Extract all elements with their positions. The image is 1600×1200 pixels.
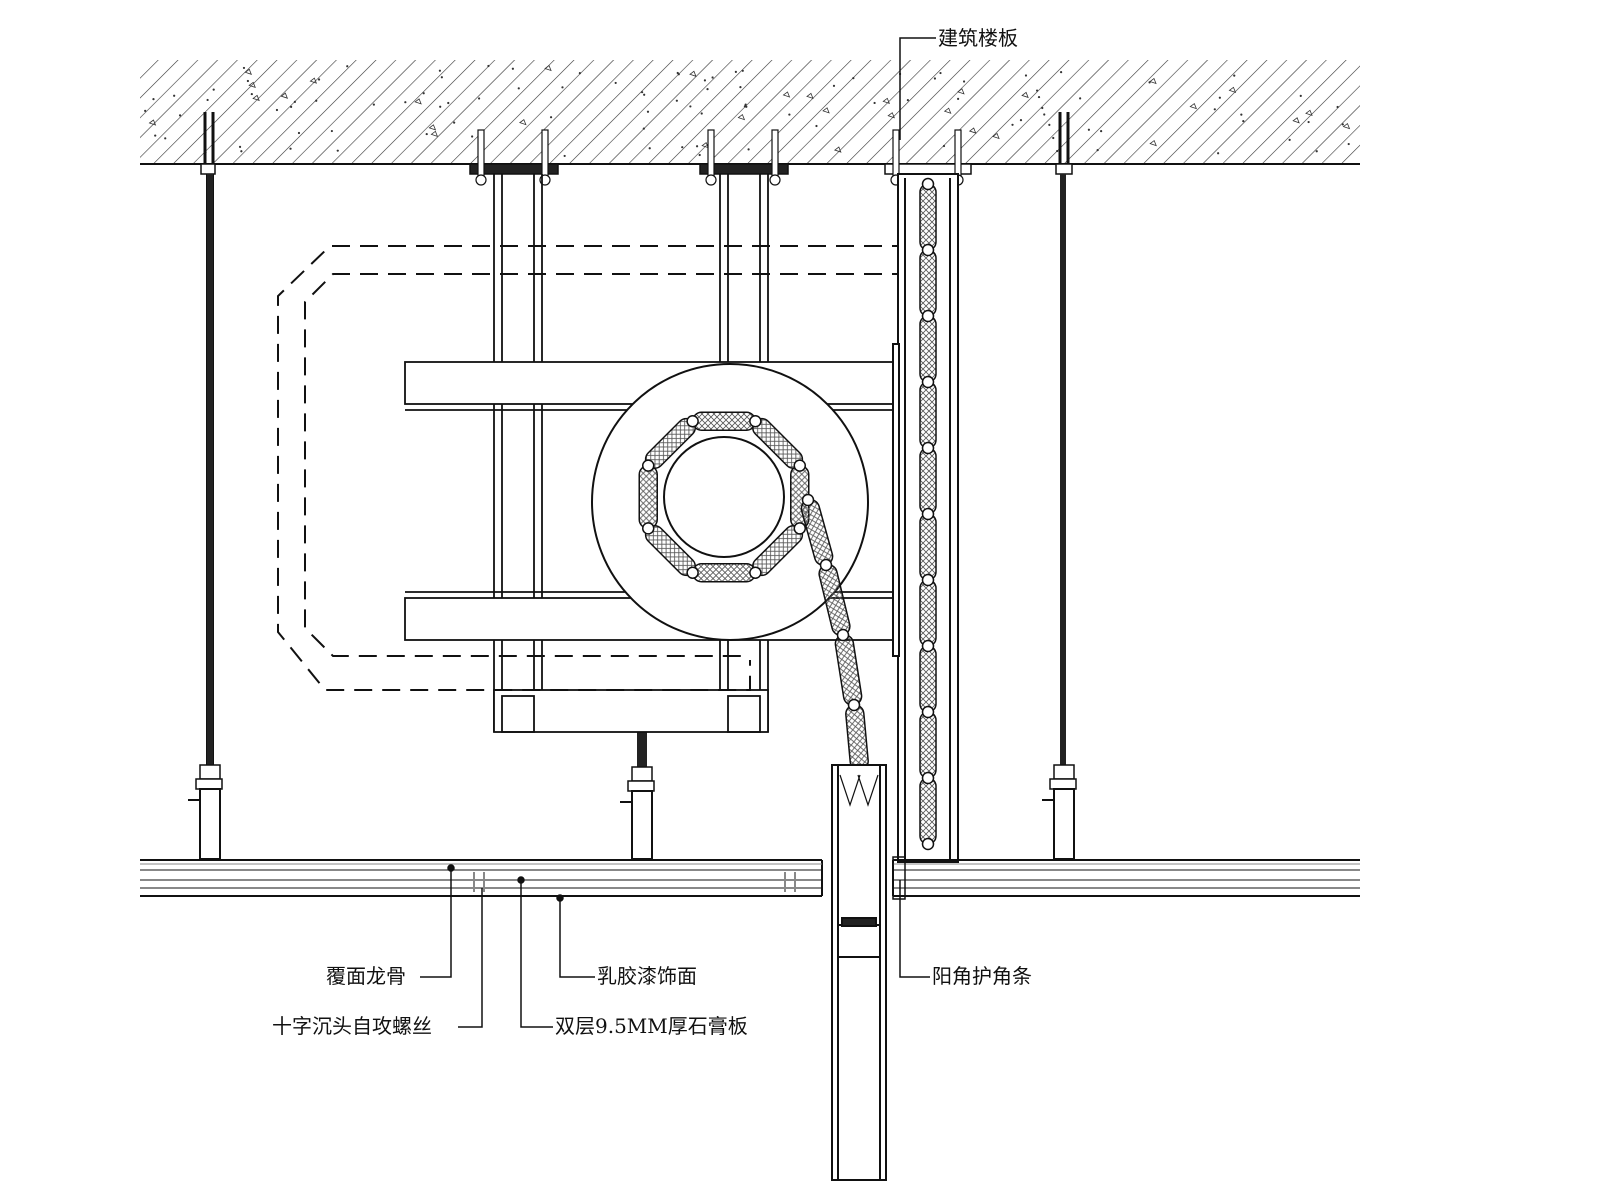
mounting-plate-right — [699, 129, 789, 186]
leader-lines — [420, 37, 936, 1028]
wrapped-chain-octagon — [638, 411, 810, 583]
label-corner-bead: 阳角护角条 — [932, 964, 1032, 988]
hanger-rod-center — [620, 732, 655, 860]
roller-disk — [591, 363, 869, 641]
mounting-plate-left — [469, 129, 559, 186]
ceiling-board-left — [140, 859, 823, 897]
curtain-slot — [831, 764, 887, 1181]
ceiling-board-right — [892, 856, 1360, 900]
label-double-gypsum-board: 双层9.5MM厚石膏板 — [555, 1014, 748, 1038]
guide-chain — [919, 177, 937, 851]
curtain-envelope-dashed — [277, 245, 910, 691]
label-building-slab: 建筑楼板 — [938, 26, 1018, 50]
hanger-rod-left — [188, 112, 223, 860]
label-furring-runner: 覆面龙骨 — [326, 964, 406, 988]
label-latex-paint-finish: 乳胶漆饰面 — [597, 964, 697, 988]
label-countersunk-screw: 十字沉头自攻螺丝 — [272, 1014, 432, 1038]
hanger-rod-right — [1042, 112, 1077, 860]
concrete-slab — [140, 60, 1360, 165]
